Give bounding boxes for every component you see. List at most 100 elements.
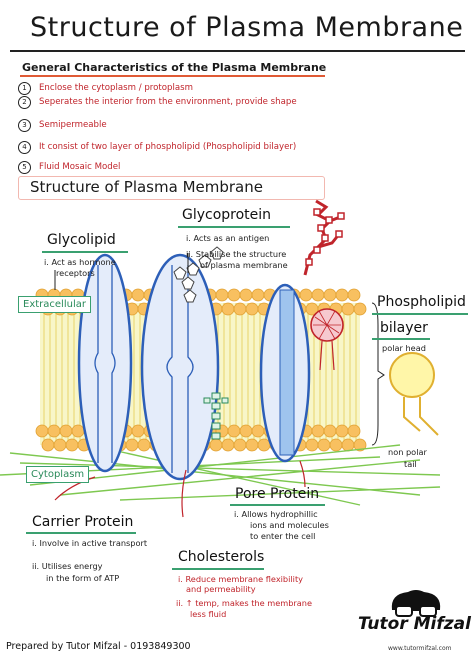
- phospholipid-head: [257, 438, 271, 452]
- item-text: Semipermeable: [39, 120, 107, 130]
- glycolipid-structure: [303, 199, 345, 371]
- item-text: Seperates the interior from the environm…: [39, 97, 297, 107]
- item-text: It consist of two layer of phospholipid …: [39, 142, 297, 152]
- page-title: Structure of Plasma Membrane: [30, 12, 464, 43]
- phospholipid-head: [353, 438, 367, 452]
- list-item: 1 Enclose the cytoplasm / protoplasm: [18, 82, 193, 95]
- phospholipid-head: [65, 438, 79, 452]
- phospholipid-head: [251, 288, 265, 302]
- phospholipid-head: [311, 288, 325, 302]
- phospholipid-head: [53, 438, 67, 452]
- title-divider: [10, 50, 465, 52]
- phospholipid-underline: [372, 313, 468, 315]
- carrier-protein: [77, 253, 133, 473]
- phospholipid-head: [137, 438, 151, 452]
- carrier-protein-title: Carrier Protein: [32, 514, 134, 530]
- phospholipid-head: [131, 288, 145, 302]
- phospholipid-head: [311, 424, 325, 438]
- cholesterol-note-4: less fluid: [190, 609, 227, 619]
- bilayer-underline: [372, 338, 430, 340]
- pore-protein-underline: [230, 504, 325, 506]
- phospholipid-head: [251, 424, 265, 438]
- glycoprotein-note-2: ii. Stabilise the structure: [186, 249, 287, 259]
- phospholipid-head: [299, 288, 313, 302]
- phospholipid-head: [131, 424, 145, 438]
- phospholipid-head: [335, 424, 349, 438]
- logo-text: Tutor Mifzal: [358, 614, 471, 634]
- cholesterol-note-1: i. Reduce membrane flexibility: [178, 574, 304, 584]
- phospholipid-head: [323, 288, 337, 302]
- phospholipid-head: [347, 424, 361, 438]
- pore-note-2: ions and molecules: [250, 520, 329, 530]
- glycoprotein-underline: [178, 226, 290, 228]
- footer-credit: Prepared by Tutor Mifzal - 0193849300: [6, 641, 191, 652]
- phospholipid-head: [317, 438, 331, 452]
- list-item: 3 Semipermeable: [18, 119, 107, 132]
- phospholipid-head: [41, 438, 55, 452]
- glycolipid-note-1: i. Act as hormone: [44, 257, 116, 267]
- extracellular-tag: Extracellular: [18, 296, 91, 313]
- carrier-protein-center: [140, 253, 220, 481]
- item-number: 1: [18, 82, 31, 95]
- phospholipid-head: [125, 438, 139, 452]
- glycoprotein-title: Glycoprotein: [182, 207, 272, 223]
- phospholipid-head: [305, 438, 319, 452]
- glycolipid-underline: [42, 251, 128, 253]
- carrier-protein-underline: [26, 532, 136, 534]
- phospholipid-head: [335, 288, 349, 302]
- phospholipid-head: [353, 302, 367, 316]
- glycoprotein-note-1: i. Acts as an antigen: [186, 233, 270, 243]
- pore-protein: [259, 283, 311, 463]
- pore-note-3: to enter the cell: [250, 531, 316, 541]
- phospholipid-head: [227, 288, 241, 302]
- phospholipid-head: [329, 438, 343, 452]
- phospholipid-head: [347, 288, 361, 302]
- polar-head-label: polar head: [382, 343, 426, 353]
- membrane-diagram: [0, 199, 441, 518]
- phospholipid-head: [341, 302, 355, 316]
- item-number: 3: [18, 119, 31, 132]
- carrier-note-3: in the form of ATP: [46, 573, 120, 583]
- phospholipid-head: [239, 288, 253, 302]
- bilayer-title: bilayer: [380, 320, 428, 336]
- carrier-note-2: ii. Utilises energy: [32, 561, 103, 571]
- phospholipid-head: [233, 302, 247, 316]
- phospholipid-head: [59, 424, 73, 438]
- section-title: Structure of Plasma Membrane: [30, 178, 263, 196]
- phospholipid-title: Phospholipid: [377, 294, 466, 310]
- phospholipid-head: [245, 438, 259, 452]
- cholesterols-title: Cholesterols: [178, 549, 265, 565]
- section-title-box: [18, 176, 325, 200]
- nonpolar-label-2: tail: [404, 459, 417, 469]
- item-number: 5: [18, 161, 31, 174]
- phospholipid-head: [221, 438, 235, 452]
- cholesterol-note-2: and permeability: [186, 584, 256, 594]
- glycoprotein-chain: [173, 246, 224, 303]
- phospholipid-head: [47, 424, 61, 438]
- phospholipid-head: [221, 302, 235, 316]
- glycoprotein-note-3: of plasma membrane: [200, 260, 288, 270]
- item-text: Enclose the cytoplasm / protoplasm: [39, 83, 193, 93]
- glycolipid-note-2: receptors: [56, 268, 95, 278]
- phospholipid-head: [71, 424, 85, 438]
- label-arrows: [54, 253, 189, 290]
- phospholipid-head: [35, 424, 49, 438]
- item-number: 2: [18, 96, 31, 109]
- cholesterol-note-3: ii. ↑ temp, makes the membrane: [176, 598, 313, 608]
- list-item: 5 Fluid Mosaic Model: [18, 161, 120, 174]
- list-item: 2 Seperates the interior from the environ…: [18, 96, 297, 109]
- phospholipid-head: [227, 424, 241, 438]
- general-heading-underline: [20, 75, 325, 77]
- bilayer-bracket: [371, 302, 385, 446]
- item-text: Fluid Mosaic Model: [39, 162, 121, 172]
- cholesterols-underline: [172, 568, 264, 570]
- tutor-logo-icon: [391, 590, 441, 617]
- cholesterol-chain: [203, 392, 229, 440]
- cytoplasm-tag: Cytoplasm: [26, 466, 90, 483]
- nonpolar-label-1: non polar: [388, 447, 427, 457]
- single-phospholipid: [389, 352, 439, 436]
- general-heading: General Characteristics of the Plasma Me…: [22, 61, 327, 74]
- item-number: 4: [18, 141, 31, 154]
- logo-url: www.tutormifzal.com: [388, 645, 452, 652]
- phospholipid-head: [209, 438, 223, 452]
